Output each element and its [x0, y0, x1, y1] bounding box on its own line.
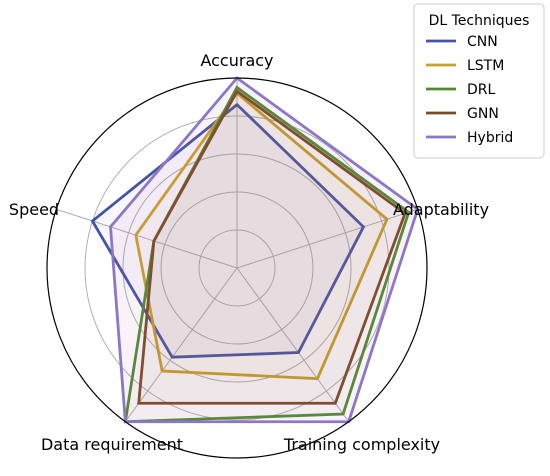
axis-label-training-complexity: Training complexity: [283, 435, 440, 454]
legend-box: [413, 3, 545, 159]
legend-label-gnn: GNN: [467, 106, 499, 122]
spoke-4: [124, 267, 238, 423]
axis-label-data-requirement: Data requirement: [41, 435, 183, 454]
axis-label-adaptability: Adaptability: [393, 200, 489, 219]
legend-label-cnn: CNN: [467, 34, 498, 50]
series-hybrid: [109, 76, 420, 424]
legend-title: DL Techniques: [429, 13, 530, 29]
radar-spokes: [56, 78, 418, 423]
legend: DL Techniques CNN LSTM DRL GNN Hybrid: [413, 3, 545, 159]
spoke-3: [236, 267, 350, 423]
series-gnn: [137, 89, 407, 405]
legend-label-drl: DRL: [467, 82, 496, 98]
series-area-tint: [110, 78, 418, 422]
axis-label-speed: Speed: [9, 200, 59, 219]
outer-ring: [46, 77, 428, 459]
radar-series: [90, 76, 420, 424]
spoke-5: [56, 208, 238, 269]
axis-label-accuracy: Accuracy: [200, 51, 273, 70]
legend-label-lstm: LSTM: [467, 58, 504, 74]
legend-label-hybrid: Hybrid: [467, 130, 513, 146]
series-lstm: [134, 91, 389, 381]
